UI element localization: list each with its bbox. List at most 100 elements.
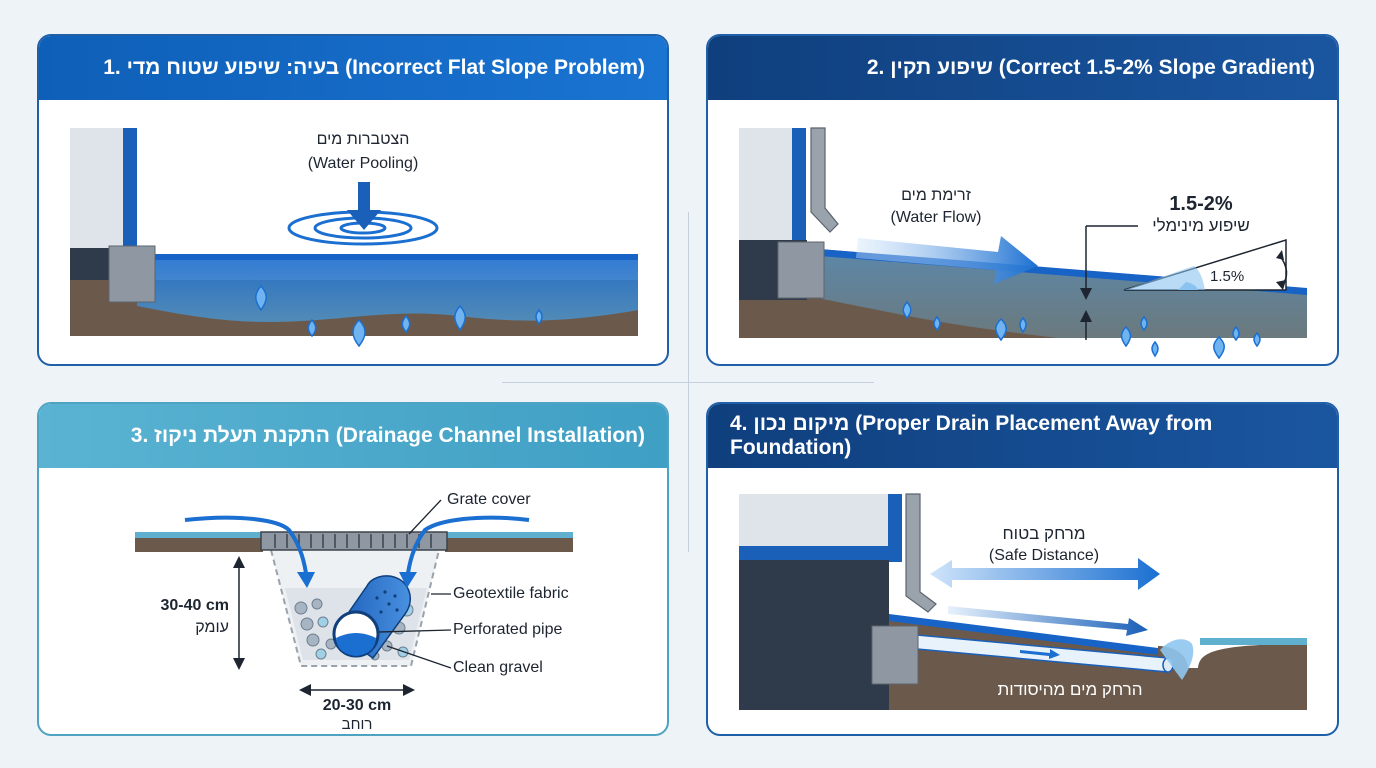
width-arrowhead-left <box>299 684 311 696</box>
droplet <box>902 300 912 320</box>
pooling-label-en: (Water Pooling) <box>307 155 419 172</box>
panel-correct-slope: 2. שיפוע תקין (Correct 1.5-2% Slope Grad… <box>706 34 1339 366</box>
grate-cover-label: Grate cover <box>447 491 531 508</box>
droplet <box>1253 331 1261 348</box>
droplet <box>933 315 941 332</box>
droplet <box>454 304 466 332</box>
house-wall <box>70 128 125 248</box>
droplet <box>1120 325 1132 348</box>
safe-distance-label-en: (Safe Distance) <box>988 547 1100 564</box>
away-from-foundation-label: הרחק מים מהיסודות <box>997 680 1143 699</box>
depth-value: 30-40 cm <box>160 597 230 614</box>
surface-line <box>137 254 638 260</box>
panel-3-header: 3. התקנת תעלת ניקוז (Drainage Channel In… <box>39 404 667 468</box>
depth-arrowhead-bottom <box>233 658 245 670</box>
panel-3-illustration: Grate cover Geotextile fabric Perforated… <box>39 468 667 734</box>
slope-angle-label: 1.5% <box>1210 268 1245 285</box>
panel-drain-placement: 4. מיקום נכון (Proper Drain Placement Aw… <box>706 402 1339 736</box>
perforation <box>395 608 399 612</box>
gravel-stone <box>294 601 308 615</box>
slope-indicator-arrow-down <box>1080 288 1092 300</box>
depth-label-he: עומק <box>195 619 229 636</box>
panel-1-title: 1. בעיה: שיפוע שטוח מדי (Incorrect Flat … <box>103 56 645 79</box>
ground-soil-right <box>445 538 573 552</box>
droplet <box>1151 340 1159 358</box>
pooling-arrow <box>347 182 381 230</box>
width-arrowhead-right <box>403 684 415 696</box>
correct-slope-diagram <box>739 127 1307 360</box>
right-surface <box>1200 638 1307 645</box>
ground-surface-right <box>445 532 573 538</box>
flat-slope-diagram <box>70 128 638 348</box>
panel-4-title: 4. מיקום נכון (Proper Drain Placement Aw… <box>730 412 1213 459</box>
inflow-arrowhead-right <box>399 572 417 588</box>
water-droplets <box>902 300 1261 360</box>
droplet <box>995 317 1007 342</box>
gravel-stone <box>306 633 320 647</box>
safe-distance-label-he: מרחק בטוח <box>1002 524 1086 543</box>
slope-label-he: שיפוע מינימלי <box>1152 216 1250 235</box>
perforation <box>387 602 391 606</box>
sloped-surface <box>889 614 1158 655</box>
gravel-stone <box>315 648 327 660</box>
droplet <box>1232 325 1240 342</box>
slope-value: 1.5-2% <box>1169 193 1233 215</box>
panel-3-title: 3. התקנת תעלת ניקוז (Drainage Channel In… <box>130 424 645 447</box>
panel-4-header: 4. מיקום נכון (Proper Drain Placement Aw… <box>708 404 1337 468</box>
panel-1-header: 1. בעיה: שיפוע שטוח מדי (Incorrect Flat … <box>39 36 667 100</box>
perforation <box>379 610 383 614</box>
downspout <box>810 127 839 233</box>
grate-slots <box>274 534 432 548</box>
surface-runoff-arrow <box>948 606 1148 636</box>
droplet <box>352 318 366 348</box>
grate-leader <box>408 499 442 535</box>
downspout <box>905 493 937 613</box>
soaked-soil <box>807 252 1307 338</box>
geotextile-label: Geotextile fabric <box>453 585 569 602</box>
gravel-leader <box>386 645 452 669</box>
droplet <box>401 314 411 334</box>
ground-surface-left <box>135 532 263 538</box>
pipe-water <box>336 633 376 656</box>
pooling-label-he: הצטברות מים <box>316 131 410 148</box>
depth-arrowhead-top <box>233 556 245 568</box>
panel-2-illustration: זרימת מים (Water Flow) 1.5-2% שיפוע מיני… <box>708 100 1337 364</box>
inflow-arrowhead-left <box>297 572 315 588</box>
width-value: 20-30 cm <box>322 697 392 714</box>
inflow-arrow-left <box>184 515 309 581</box>
droplet <box>1019 316 1027 334</box>
perforation <box>393 594 397 598</box>
house-wall <box>739 128 795 240</box>
grate-cover <box>260 531 448 551</box>
ground-soil-left <box>135 538 263 552</box>
footing <box>871 625 919 685</box>
footing <box>108 245 156 303</box>
clean-gravel-label: Clean gravel <box>453 659 543 676</box>
safe-distance-arrow <box>930 558 1160 590</box>
waterproof-band <box>739 546 891 560</box>
panel-4-illustration: מרחק בטוח (Safe Distance) הרחק מים מהיסו… <box>708 468 1337 734</box>
gravel-stone <box>300 617 314 631</box>
center-divider-vertical <box>688 212 689 552</box>
outlet-splash <box>1160 639 1194 680</box>
water-flow-arrow <box>856 236 1038 284</box>
drain-placement-diagram <box>739 493 1307 710</box>
slope-angle-arc <box>1124 266 1205 290</box>
perforation <box>375 596 379 600</box>
panel-2-title: 2. שיפוע תקין (Correct 1.5-2% Slope Grad… <box>866 56 1315 79</box>
panel-2-header: 2. שיפוע תקין (Correct 1.5-2% Slope Grad… <box>708 36 1337 100</box>
drainage-channel-diagram <box>135 499 573 696</box>
water-droplets <box>255 284 543 348</box>
flow-label-he: זרימת מים <box>901 187 971 204</box>
droplet <box>307 318 317 338</box>
droplet <box>255 284 267 312</box>
slope-height-arrowhead-bottom <box>1276 280 1286 290</box>
foundation-block <box>739 560 889 710</box>
gravel-stone <box>317 616 329 628</box>
footing <box>777 241 825 299</box>
droplet <box>1213 335 1225 360</box>
pooled-water <box>137 255 638 322</box>
waterproof-layer <box>792 128 806 254</box>
width-label-he: רוחב <box>341 716 373 733</box>
flow-label-en: (Water Flow) <box>890 209 982 226</box>
